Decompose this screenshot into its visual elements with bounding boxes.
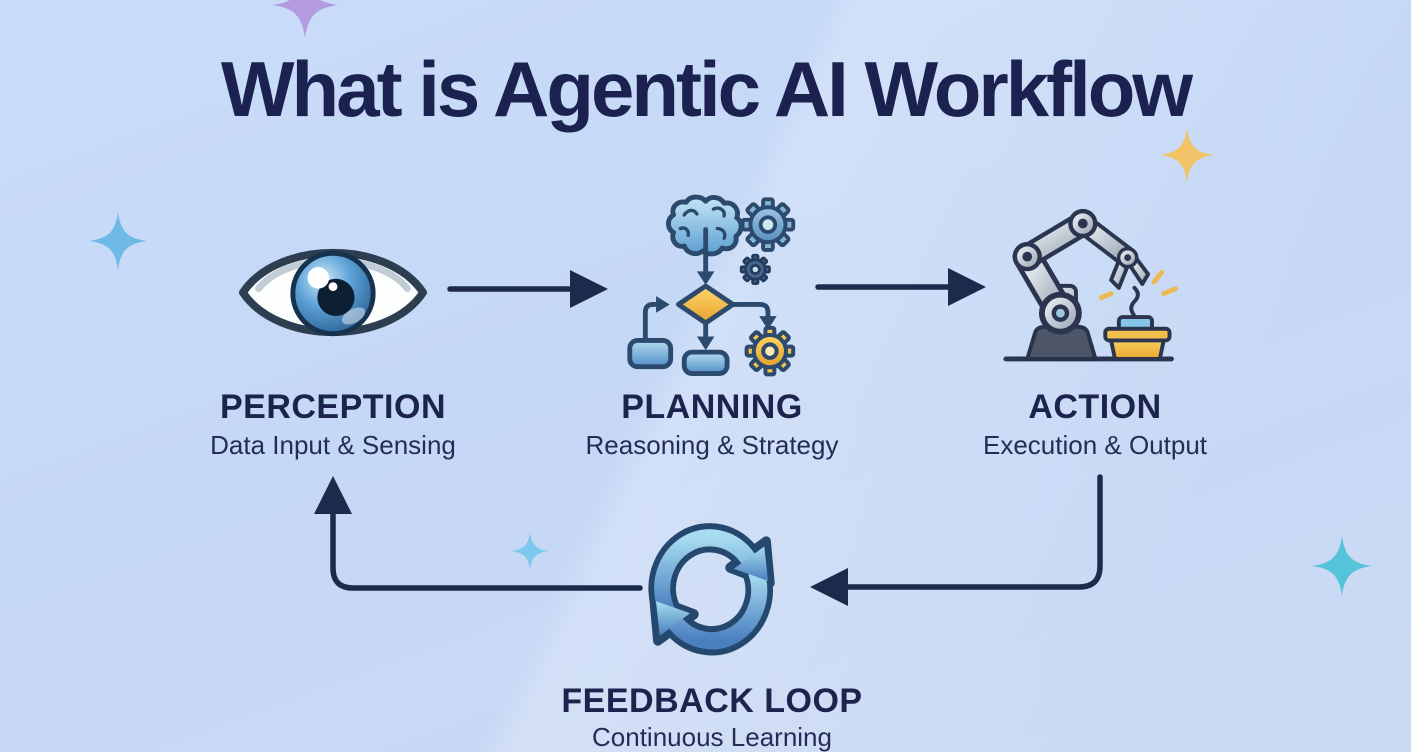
brain-flowchart-icon <box>627 194 796 377</box>
feedback-group: FEEDBACK LOOP Continuous Learning <box>532 506 892 752</box>
stage-sublabel-planning: Reasoning & Strategy <box>585 430 839 460</box>
sparkle-blue-left-icon <box>89 212 147 270</box>
robot-arm-icon <box>1003 208 1178 362</box>
sparkle-teal-icon <box>1312 536 1372 596</box>
page-title: What is Agentic AI Workflow <box>220 45 1193 133</box>
stage-label-perception: PERCEPTION <box>219 388 447 426</box>
feedback-label: FEEDBACK LOOP <box>561 682 863 720</box>
stage-sublabel-perception: Data Input & Sensing <box>210 430 456 460</box>
stage-label-planning: PLANNING <box>621 388 803 426</box>
stage-planning: PLANNING Reasoning & Strategy <box>552 194 872 496</box>
sparkle-yellow-icon <box>1160 128 1214 182</box>
cycle-arrows-icon <box>648 523 775 656</box>
eye-icon <box>238 248 428 337</box>
sparkle-purple-icon <box>272 0 338 38</box>
feedback-sublabel: Continuous Learning <box>592 722 832 752</box>
stage-sublabel-action: Execution & Output <box>982 430 1208 460</box>
stage-label-action: ACTION <box>1028 388 1162 426</box>
stage-perception: PERCEPTION Data Input & Sensing <box>173 196 493 496</box>
stage-action: ACTION Execution & Output <box>935 196 1255 496</box>
